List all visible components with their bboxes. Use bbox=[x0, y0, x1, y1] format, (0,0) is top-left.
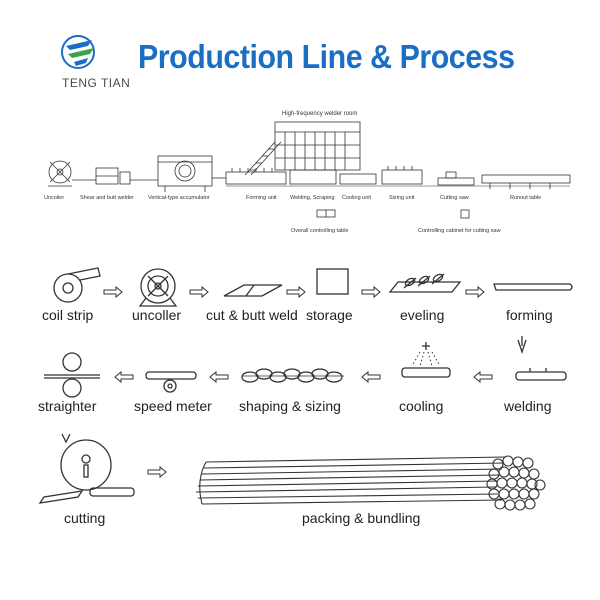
control-label: Controlling cabinet for cutting saw bbox=[418, 228, 501, 234]
arrow-left-icon bbox=[114, 370, 134, 384]
brand-name: TENG TIAN bbox=[62, 76, 131, 90]
step-label: uncoller bbox=[132, 307, 182, 323]
step-label: coil strip bbox=[42, 307, 94, 323]
forming-icon bbox=[493, 283, 573, 291]
step-label: packing & bundling bbox=[302, 510, 421, 526]
step-label: storage bbox=[306, 307, 353, 323]
equipment-label: Forming unit bbox=[246, 195, 277, 201]
arrow-left-icon bbox=[361, 370, 381, 384]
coil-strip-icon bbox=[53, 267, 101, 303]
flow-arrows bbox=[103, 285, 493, 479]
step-label: forming bbox=[506, 307, 553, 323]
eveling-icon bbox=[388, 273, 462, 293]
cutting-saw-cabinet-icon bbox=[460, 209, 470, 219]
control-label: Overall controlling table bbox=[291, 228, 349, 234]
arrow-left-icon bbox=[209, 370, 229, 384]
arrow-right-icon bbox=[465, 285, 485, 299]
cut-butt-weld-icon bbox=[223, 284, 283, 297]
equipment-label: Welding, Scraping bbox=[290, 195, 335, 201]
equipment-label: Cutting saw bbox=[440, 195, 469, 201]
step-label: cutting bbox=[64, 510, 106, 526]
arrow-right-icon bbox=[147, 465, 167, 479]
equipment-label: Uncoiler bbox=[44, 195, 65, 201]
cutting-icon bbox=[38, 433, 135, 504]
uncoiler-machine bbox=[48, 160, 72, 187]
step-label: straighter bbox=[38, 398, 97, 414]
equipment-label: Cooling unit bbox=[342, 195, 372, 201]
mill-train bbox=[225, 166, 571, 189]
welder-room bbox=[244, 121, 361, 176]
accumulator-machine bbox=[157, 155, 213, 192]
process-flow bbox=[38, 267, 573, 511]
arrow-right-icon bbox=[286, 285, 306, 299]
step-label: shaping & sizing bbox=[239, 398, 341, 414]
speed-meter-icon bbox=[145, 371, 197, 393]
shear-welder-machine bbox=[95, 167, 131, 185]
arrow-left-icon bbox=[473, 370, 493, 384]
cooling-icon bbox=[401, 342, 451, 378]
equipment-label: Vertical-type accumulator bbox=[148, 195, 210, 201]
welding-icon bbox=[515, 336, 567, 381]
storage-icon bbox=[316, 268, 349, 295]
shaping-sizing-icon bbox=[241, 368, 344, 383]
welder-room-label: High-frequency welder room bbox=[282, 111, 358, 117]
step-label: welding bbox=[504, 398, 552, 414]
equipment-label: Runout table bbox=[510, 195, 542, 201]
step-label: cooling bbox=[399, 398, 444, 414]
equipment-label: Sizing unit bbox=[389, 195, 415, 201]
production-line-drawing bbox=[48, 121, 571, 219]
step-label: eveling bbox=[400, 307, 445, 323]
arrow-right-icon bbox=[361, 285, 381, 299]
step-label: speed meter bbox=[134, 398, 212, 414]
straighter-icon bbox=[44, 352, 100, 398]
arrow-right-icon bbox=[103, 285, 123, 299]
logo-mark-icon bbox=[61, 35, 95, 69]
page-title: Production Line & Process bbox=[138, 38, 515, 75]
uncoller-icon bbox=[138, 268, 178, 307]
equipment-label: Shear and butt welder bbox=[80, 195, 134, 201]
arrow-right-icon bbox=[189, 285, 209, 299]
packing-bundling-icon bbox=[195, 455, 546, 511]
step-label: cut & butt weld bbox=[206, 307, 298, 323]
